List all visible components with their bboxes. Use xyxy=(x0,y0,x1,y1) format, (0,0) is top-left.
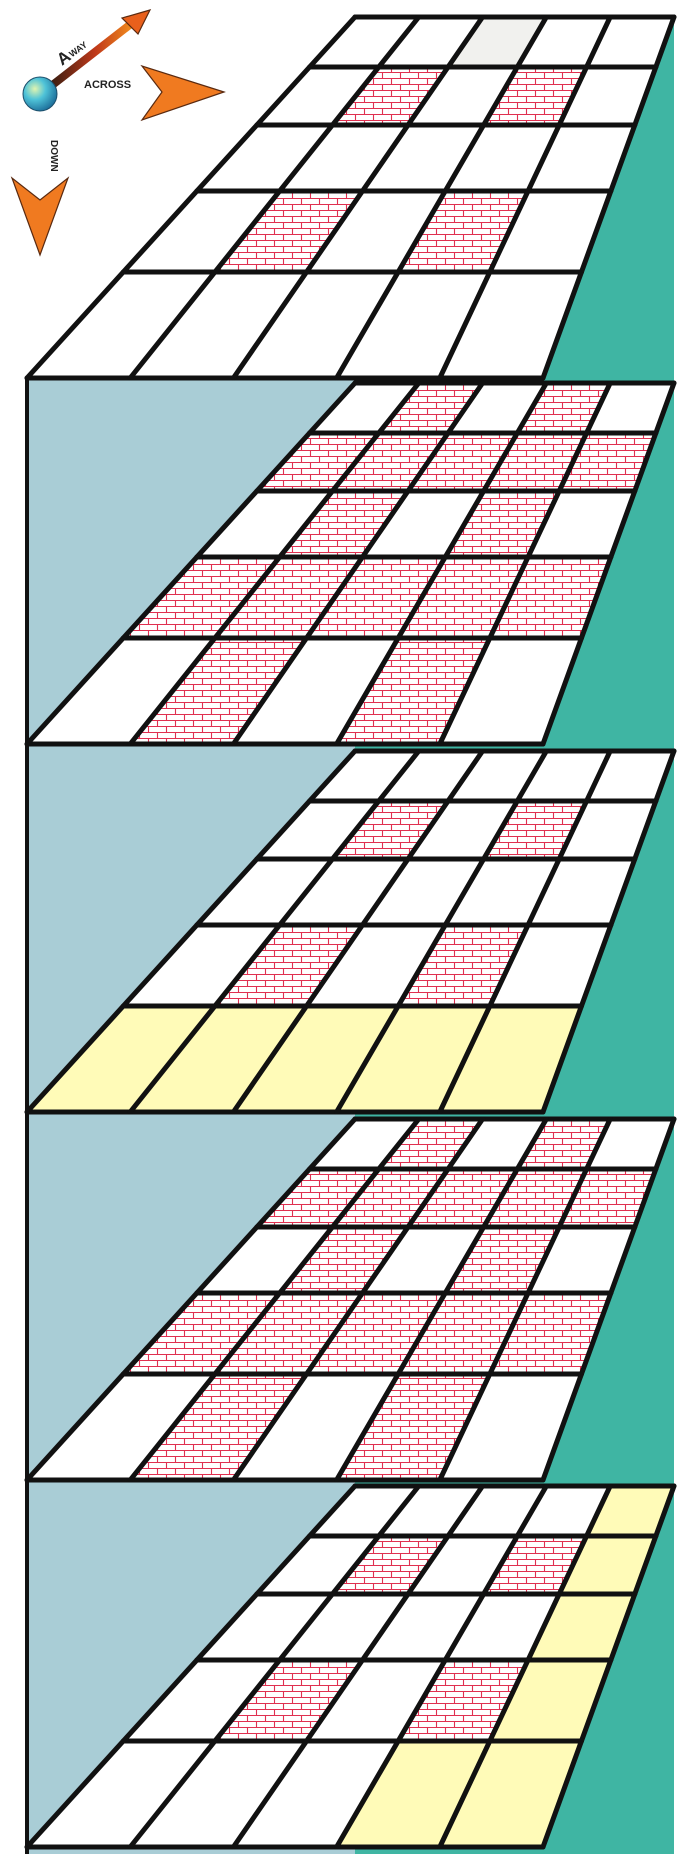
axis-label-down: DOWN xyxy=(48,140,59,172)
axis-label-across: ACROSS xyxy=(84,79,131,91)
origin-ball-icon xyxy=(23,77,57,111)
down-arrow-icon xyxy=(12,96,68,255)
